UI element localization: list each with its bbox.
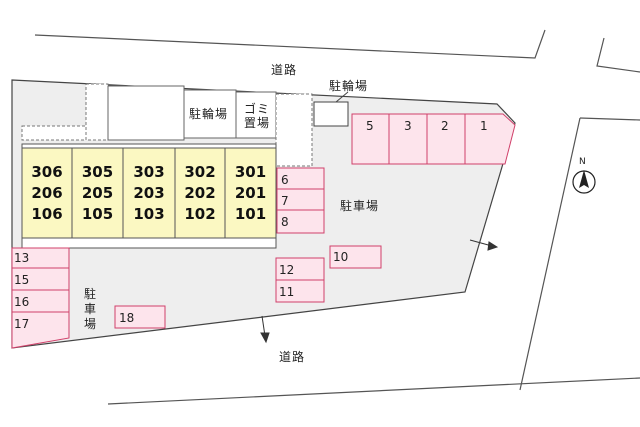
unit-302: 302 (184, 162, 216, 181)
structure-c (107, 85, 185, 141)
unit-201: 201 (234, 183, 267, 202)
parking-number-18: 18 (119, 311, 135, 325)
structure-b (85, 83, 109, 141)
road-edge-top-right (596, 37, 640, 73)
garbage-label-1: ゴミ (244, 102, 271, 116)
unit-105: 105 (81, 204, 114, 223)
parking-number-7: 7 (281, 194, 289, 208)
north-compass-icon (572, 170, 596, 194)
parking-space-10 (329, 245, 382, 269)
parking-label-left-3: 場 (84, 317, 98, 331)
bike-shed (183, 89, 237, 139)
unit-103: 103 (133, 204, 165, 223)
structure-d (275, 93, 313, 167)
parking-label-left-1: 駐 (84, 287, 98, 301)
parking-number-10: 10 (333, 250, 349, 264)
unit-column-303: 303 203 103 (123, 150, 175, 236)
parking-number-1: 1 (480, 119, 488, 133)
parking-number-5: 5 (366, 119, 374, 133)
parking-number-6: 6 (281, 173, 289, 187)
parking-label-right: 駐車場 (340, 199, 380, 213)
unit-305: 305 (81, 162, 114, 181)
unit-202: 202 (184, 183, 216, 202)
unit-205: 205 (81, 183, 114, 202)
unit-303: 303 (133, 162, 165, 181)
entrance-arrow-bottom (260, 315, 270, 344)
unit-206: 206 (31, 183, 63, 202)
garbage-label-2: 置場 (244, 116, 271, 130)
entrance-arrow-right (469, 239, 499, 251)
parking-number-13: 13 (14, 251, 30, 265)
road-label-bottom: 道路 (279, 350, 306, 364)
structure-a (21, 125, 87, 141)
parking-space-17 (11, 311, 70, 349)
road-edge-bottom (107, 377, 640, 405)
parking-space-3 (388, 113, 428, 165)
parking-space-8 (276, 209, 325, 234)
unit-301: 301 (234, 162, 267, 181)
parking-number-15: 15 (14, 273, 30, 287)
parking-number-2: 2 (441, 119, 449, 133)
building-units (21, 147, 277, 239)
parking-space-2 (426, 113, 466, 165)
unit-column-305: 305 205 105 (72, 150, 123, 236)
parking-space-1 (464, 113, 516, 165)
parking-number-17: 17 (14, 317, 30, 331)
parking-space-5 (351, 113, 390, 165)
parking-number-11: 11 (279, 285, 295, 299)
parking-number-12: 12 (279, 263, 295, 277)
road-edge-right (519, 117, 581, 391)
road-edge-top (34, 29, 546, 59)
parking-space-11 (275, 279, 325, 303)
unit-306: 306 (31, 162, 63, 181)
road-label-top: 道路 (271, 63, 298, 77)
unit-column-301: 301 201 101 (225, 150, 276, 236)
north-label: N (579, 157, 586, 167)
bike-box (313, 101, 349, 127)
parking-space-18 (114, 305, 166, 329)
parking-number-16: 16 (14, 295, 30, 309)
parking-number-8: 8 (281, 215, 289, 229)
unit-column-302: 302 202 102 (175, 150, 225, 236)
parking-label-left-2: 車 (84, 302, 98, 316)
unit-101: 101 (234, 204, 267, 223)
parking-number-3: 3 (404, 119, 412, 133)
unit-102: 102 (184, 204, 216, 223)
garbage-shed (235, 91, 277, 139)
road-edge-right-b (579, 117, 640, 121)
bike-parking-label: 駐輪場 (189, 107, 229, 121)
unit-106: 106 (31, 204, 63, 223)
bike-leader-line (335, 91, 349, 103)
unit-203: 203 (133, 183, 165, 202)
bike-parking-label-outside: 駐輪場 (329, 79, 369, 93)
unit-column-306: 306 206 106 (22, 150, 72, 236)
